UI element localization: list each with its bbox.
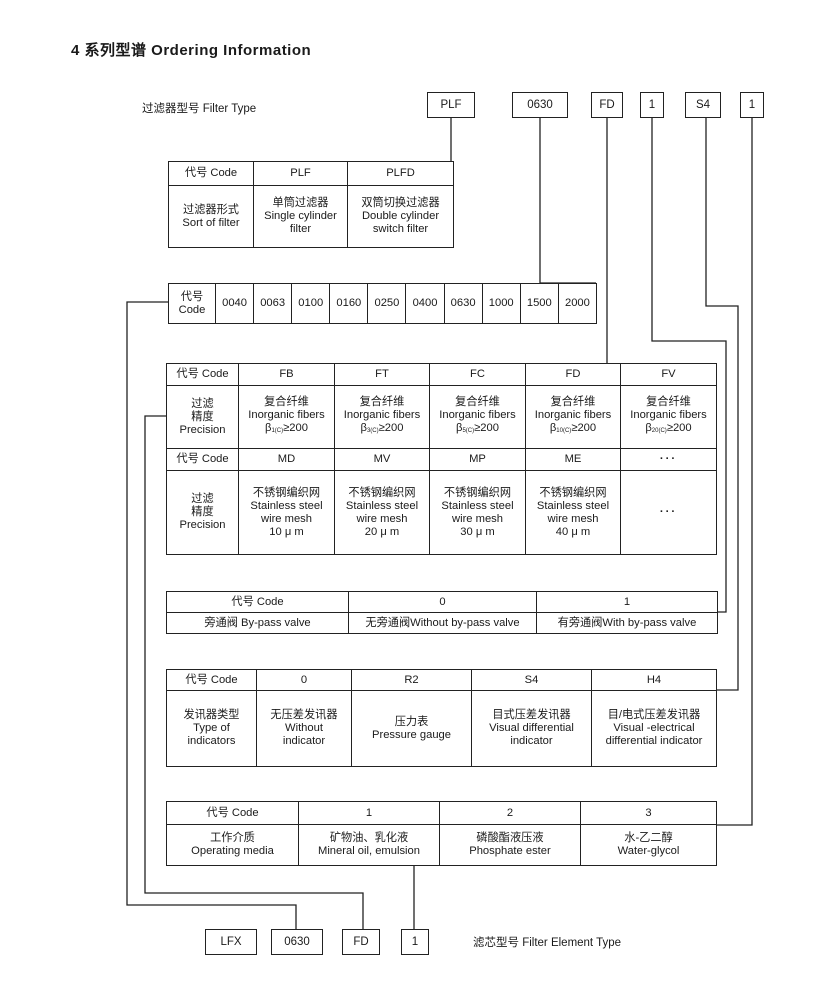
sort-header-code: 代号 Code	[168, 161, 254, 186]
bypass-header-code: 代号 Code	[166, 591, 349, 613]
filter-element-box-series: LFX	[205, 929, 257, 955]
bypass-with: 有旁通阀With by-pass valve	[536, 612, 718, 634]
size-code-cell: 0160	[329, 283, 369, 324]
indicator-header-cell: R2	[351, 669, 472, 691]
filter-type-label: 过滤器型号 Filter Type	[142, 103, 257, 115]
sort-header-plfd: PLFD	[347, 161, 454, 186]
size-code-cell: 1000	[481, 283, 521, 324]
mesh-precision-ellipsis: ···	[620, 470, 717, 555]
sort-header-plf: PLF	[253, 161, 348, 186]
page-title: 4 系列型谱 Ordering Information	[71, 42, 312, 59]
fiber-code-cell: FC	[429, 363, 526, 386]
filter-type-box-precision: FD	[591, 92, 623, 118]
filter-element-box-size: 0630	[271, 929, 323, 955]
size-code-cell: 0250	[367, 283, 407, 324]
precision-code-label: 代号 Code	[166, 448, 239, 471]
bypass-header-1: 1	[536, 591, 718, 613]
mesh-code-cell: MV	[334, 448, 430, 471]
fiber-code-cell: FT	[334, 363, 430, 386]
precision-code-label: 代号 Code	[166, 363, 239, 386]
size-code-cell: 0063	[253, 283, 293, 324]
media-header-cell: 1	[298, 801, 440, 825]
fiber-code-cell: FB	[238, 363, 335, 386]
mesh-code-cell: ME	[525, 448, 621, 471]
filter-type-box-indicator: S4	[685, 92, 721, 118]
filter-type-box-bypass: 1	[640, 92, 664, 118]
filter-type-box-series: PLF	[427, 92, 475, 118]
filter-type-box-size: 0630	[512, 92, 568, 118]
media-header-code: 代号 Code	[166, 801, 299, 825]
bypass-valve-table: 代号 Code 0 1 旁通阀 By-pass valve 无旁通阀Withou…	[166, 591, 718, 634]
size-code-cell: 0100	[291, 283, 331, 324]
filter-element-label: 滤芯型号 Filter Element Type	[473, 937, 622, 949]
media-header-cell: 2	[439, 801, 581, 825]
size-code-cell: 0040	[214, 283, 255, 324]
size-code-cell: 0400	[405, 283, 445, 324]
size-code-cell: 0630	[443, 283, 483, 324]
media-header-cell: 3	[580, 801, 717, 825]
mesh-code-cell: MP	[429, 448, 526, 471]
indicator-header-code: 代号 Code	[166, 669, 257, 691]
filter-type-box-media: 1	[740, 92, 764, 118]
mesh-code-ellipsis: ···	[620, 448, 717, 471]
indicator-header-cell: H4	[591, 669, 717, 691]
size-code-cell: 2000	[557, 283, 598, 324]
fiber-code-cell: FD	[525, 363, 621, 386]
bypass-without: 无旁通阀Without by-pass valve	[348, 612, 537, 634]
filter-element-box-precision: FD	[342, 929, 380, 955]
indicator-header-cell: S4	[471, 669, 592, 691]
bypass-row-label: 旁通阀 By-pass valve	[166, 612, 349, 634]
filter-element-box-media: 1	[401, 929, 429, 955]
bypass-header-0: 0	[348, 591, 537, 613]
size-code-cell: 1500	[519, 283, 559, 324]
fiber-code-cell: FV	[620, 363, 717, 386]
mesh-code-cell: MD	[238, 448, 335, 471]
indicator-header-cell: 0	[256, 669, 352, 691]
